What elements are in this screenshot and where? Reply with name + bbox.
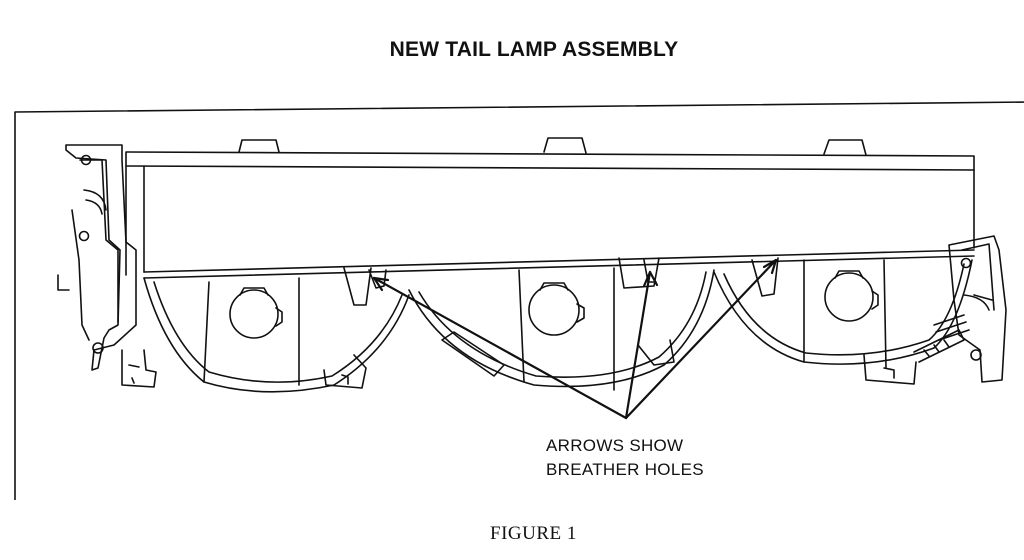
lens-lobe-left	[143, 277, 410, 393]
housing-lower-edge	[143, 249, 975, 273]
mounting-tab-left	[238, 139, 280, 153]
bulb-socket-left	[229, 287, 283, 339]
callout-line-2: BREATHER HOLES	[546, 460, 704, 479]
bulb-socket-center	[528, 282, 585, 336]
lens-lobe-right	[713, 259, 973, 365]
callout-line-1: ARROWS SHOW	[546, 436, 684, 455]
mounting-tab-center	[543, 137, 587, 154]
bulb-socket-right	[824, 270, 879, 322]
housing-top-rail	[125, 151, 975, 171]
diagram-title: NEW TAIL LAMP ASSEMBLY	[389, 38, 679, 61]
tail-lamp-illustration	[14, 101, 1024, 500]
connector-right	[863, 354, 917, 385]
lens-lobe-center	[408, 269, 715, 388]
mounting-tab-right	[823, 139, 867, 156]
connector-center	[637, 339, 675, 366]
connector-left	[121, 349, 157, 388]
bracket-left	[65, 144, 137, 371]
breather-hole-arrows	[372, 258, 778, 420]
figure-caption: FIGURE 1	[490, 523, 577, 544]
figure-frame	[14, 101, 1024, 500]
connector-center-left	[323, 354, 367, 389]
lens-clip	[441, 331, 505, 377]
breather-holes-callout: ARROWS SHOW BREATHER HOLES	[546, 434, 704, 482]
